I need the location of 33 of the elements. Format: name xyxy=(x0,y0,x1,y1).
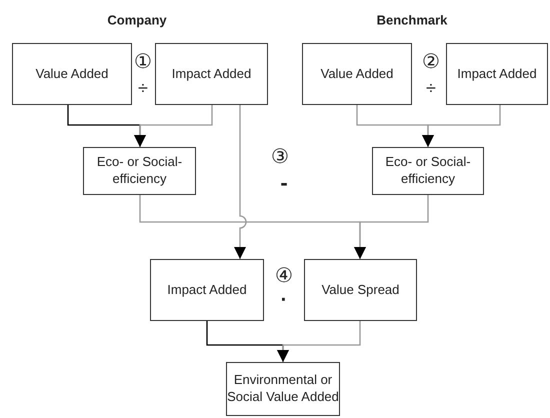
box-label: Value Added xyxy=(36,66,108,82)
box-label: Impact Added xyxy=(172,66,252,82)
top-heading: Company xyxy=(107,14,167,26)
box-label: Impact Added xyxy=(167,282,247,298)
connector-arrow xyxy=(422,105,501,147)
box-label: Eco- or Social-efficiency xyxy=(384,154,472,188)
connector-arrow xyxy=(134,105,213,147)
operator-sign: · xyxy=(280,290,288,310)
step-number: ② xyxy=(422,52,440,72)
process-box xyxy=(155,43,268,105)
box-label: Value Spread xyxy=(322,282,400,298)
box-label: Value Added xyxy=(320,66,394,82)
process-box xyxy=(446,43,548,105)
operator-sign: ÷ xyxy=(138,79,148,97)
box-label: Eco- or Social-efficiency xyxy=(96,154,184,188)
connector-arrow xyxy=(234,105,247,259)
top-heading: Benchmark xyxy=(376,14,448,26)
operator-sign: - xyxy=(280,172,288,194)
process-box xyxy=(12,43,132,105)
process-box xyxy=(226,362,340,416)
step-number: ① xyxy=(134,52,152,72)
step-number: ④ xyxy=(275,266,293,286)
operator-sign: ÷ xyxy=(426,79,436,97)
process-box xyxy=(150,259,264,321)
process-box xyxy=(83,147,196,195)
box-label: Impact Added xyxy=(457,66,537,82)
process-box xyxy=(304,259,417,321)
process-box xyxy=(302,43,412,105)
connector-arrow xyxy=(277,321,361,362)
process-box xyxy=(372,147,484,195)
box-label: Environmental or Social Value Added xyxy=(227,372,339,406)
step-number: ③ xyxy=(271,147,289,167)
connector-arrow xyxy=(354,195,429,259)
